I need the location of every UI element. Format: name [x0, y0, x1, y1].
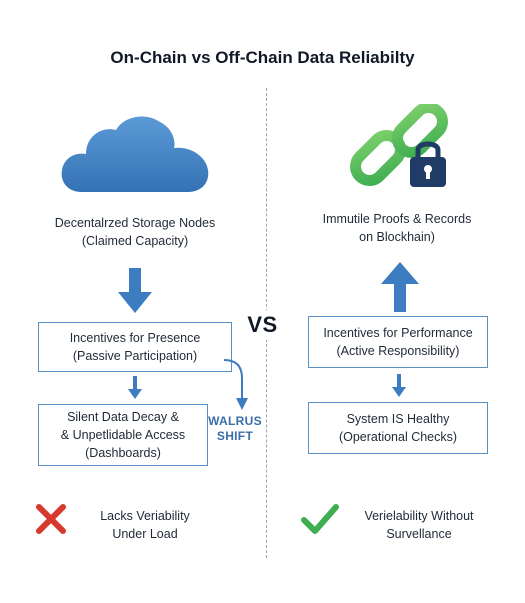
- left-box-decay: Silent Data Decay & & Unpetlidable Acces…: [38, 404, 208, 466]
- left-box2-line-1: Silent Data Decay &: [67, 410, 179, 424]
- x-mark-icon: [36, 504, 66, 534]
- small-down-arrow-icon-right: [392, 374, 406, 397]
- left-heading-line-1: Decentalrzed Storage Nodes: [54, 216, 216, 230]
- right-result-line-2: Survellance: [386, 527, 452, 541]
- left-box-incentives: Incentives for Presence (Passive Partici…: [38, 322, 232, 372]
- right-box2-line-2: (Operational Checks): [338, 430, 458, 444]
- vs-label: VS: [243, 310, 282, 340]
- left-box2-line-2: & Unpetlidable Access: [60, 428, 186, 442]
- up-arrow-icon: [381, 262, 419, 312]
- left-box2-line-3: (Dashboards): [85, 446, 161, 460]
- right-box1-line-2: (Active Responsibility): [336, 344, 460, 358]
- lock-icon: [410, 141, 446, 187]
- left-result: Lacks Veriability Under Load: [80, 507, 210, 543]
- left-result-line-1: Lacks Veriability: [100, 509, 190, 523]
- left-box1-line-2: (Passive Participation): [72, 349, 198, 363]
- right-box1-line-1: Incentives for Performance: [323, 326, 473, 340]
- left-result-line-2: Under Load: [112, 527, 178, 541]
- right-heading: Immutile Proofs & Records on Blockhain): [282, 210, 512, 246]
- walrus-shift-label: WALRUS SHIFT: [204, 414, 266, 444]
- left-box1-line-1: Incentives for Presence: [69, 331, 201, 345]
- cloud-icon: [61, 116, 209, 192]
- check-mark-icon: [301, 504, 339, 534]
- small-down-arrow-icon: [128, 376, 142, 399]
- right-result: Verielability Without Survellance: [344, 507, 494, 543]
- page-title: On-Chain vs Off-Chain Data Reliabilty: [110, 48, 415, 67]
- walrus-shift-line-2: SHIFT: [216, 429, 254, 443]
- right-result-line-1: Verielability Without: [364, 509, 474, 523]
- right-heading-line-2: on Blockhain): [359, 230, 435, 244]
- left-heading-line-2: (Claimed Capacity): [81, 234, 189, 248]
- right-box-incentives: Incentives for Performance (Active Respo…: [308, 316, 488, 368]
- right-heading-line-1: Immutile Proofs & Records: [322, 212, 472, 226]
- walrus-shift-line-1: WALRUS: [208, 414, 262, 428]
- vs-label-wrap: VS: [0, 310, 525, 340]
- down-arrow-icon: [118, 268, 152, 313]
- chain-lock-icon: [350, 104, 448, 187]
- left-heading: Decentalrzed Storage Nodes (Claimed Capa…: [20, 214, 250, 250]
- right-box2-line-1: System IS Healthy: [346, 412, 450, 426]
- shift-curved-arrow-icon: [223, 359, 248, 410]
- right-box-healthy: System IS Healthy (Operational Checks): [308, 402, 488, 454]
